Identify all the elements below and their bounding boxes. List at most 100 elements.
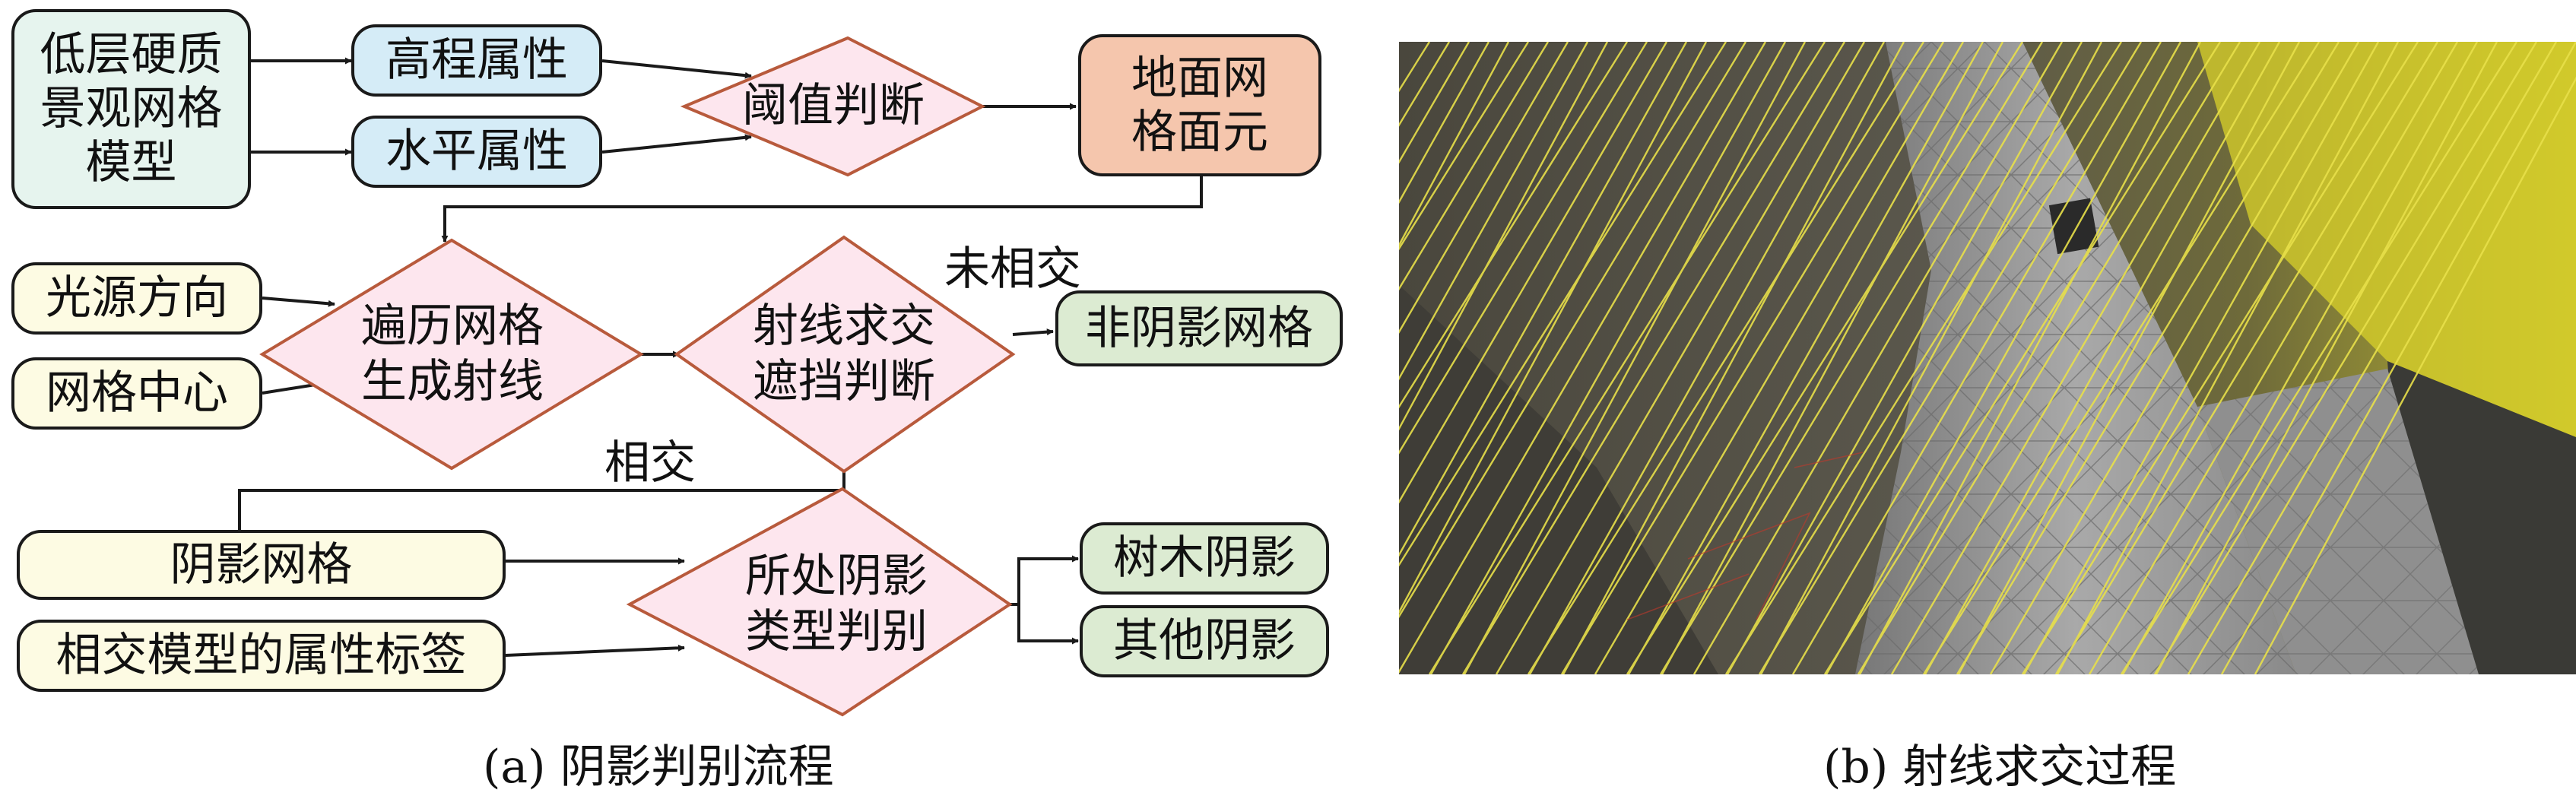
ground-cell-line-1: 地面网 (1131, 51, 1268, 105)
ray-line (1560, 42, 1945, 674)
shadow-type-line-2: 类型判别 (745, 605, 928, 658)
ray-line (1857, 42, 2241, 674)
ray-line (1627, 42, 1984, 674)
ray-line (2153, 42, 2538, 674)
intersect-label: 射线求交 遮挡判断 (684, 293, 1004, 415)
ray-line (1399, 42, 1688, 557)
ray-line (1399, 42, 1648, 455)
ray-line (1661, 42, 2004, 674)
light-dir-box: 光源方向 (11, 262, 262, 335)
caption-left: (a) 阴影判别流程 (483, 741, 834, 794)
shadow-type-label: 所处阴影 类型判别 (669, 544, 1004, 665)
ray-line (2187, 42, 2558, 674)
model-line-2: 景观网格 (40, 82, 223, 136)
intersect-line-2: 遮挡判断 (753, 355, 935, 408)
ray-line (1659, 42, 2044, 674)
edge-horiz-threshold (601, 134, 752, 154)
non-shadow-box: 非阴影网格 (1055, 290, 1343, 366)
edge-attr-type (505, 644, 685, 657)
ray-line (1823, 42, 2222, 674)
ray-lines (1399, 42, 2576, 674)
ground-cell-box: 地面网 格面元 (1078, 34, 1321, 176)
ray-line (2021, 42, 2419, 674)
model-line-3: 模型 (85, 135, 177, 189)
ray-line (1890, 42, 2261, 674)
ray-line (1399, 42, 1708, 614)
ray-intersection-render (1399, 42, 2576, 674)
ray-line (1527, 42, 1925, 674)
intersect-diamond (674, 235, 1016, 474)
ray-line (2120, 42, 2518, 674)
ray-line (1956, 42, 2340, 674)
model-line-1: 低层硬质 (40, 28, 223, 82)
ray-line (1399, 42, 1510, 247)
ray-line (1922, 42, 2321, 674)
ray-line (2088, 42, 2459, 674)
ray-line (1399, 42, 1530, 251)
ray-line (1594, 42, 1965, 674)
ray-line (1758, 42, 2143, 674)
grid-center-label: 网格中心 (46, 366, 228, 420)
ray-line (1791, 42, 2162, 674)
attr-tag-label: 相交模型的属性标签 (56, 629, 467, 683)
traverse-line-1: 遍历网格 (361, 299, 544, 353)
ray-line (1957, 42, 2301, 674)
ray-line (1399, 42, 1727, 567)
shadow-grid-label: 阴影网格 (170, 538, 353, 591)
not-intersect-edge-label: 未相交 (944, 243, 1081, 296)
ray-line (1399, 42, 1609, 431)
threshold-diamond (680, 36, 986, 177)
traverse-diamond (259, 238, 644, 471)
edge-intersect-nonshadow (1012, 328, 1054, 336)
flowchart-connectors (238, 36, 1203, 717)
ray-line (1759, 42, 2103, 674)
ray-line (1463, 42, 1807, 674)
ray-line (2056, 42, 2400, 674)
dark-rock-left (1399, 285, 1718, 674)
ray-line (1399, 42, 1470, 164)
non-shadow-label: 非阴影网格 (1085, 301, 1313, 355)
edge-type-other (1017, 604, 1079, 645)
shadow-type-line-1: 所处阴影 (745, 549, 928, 603)
ray-line (1626, 42, 2024, 674)
ray-line (1692, 42, 2064, 674)
yellow-foliage-region (2197, 42, 2576, 437)
threshold-label: 阈值判断 (742, 79, 925, 133)
ray-line (2022, 42, 2380, 674)
edge-elev-threshold (601, 59, 752, 79)
ray-line (1461, 42, 1846, 674)
shadow-grid-box: 阴影网格 (17, 530, 506, 600)
ray-line (1399, 42, 1767, 674)
ray-line (1399, 42, 1490, 205)
edge-light-traverse (262, 297, 335, 307)
ray-line (1428, 42, 1826, 674)
shadow-type-diamond (626, 487, 1013, 717)
elev-attr-label: 高程属性 (385, 33, 568, 87)
traverse-label: 遍历网格 生成射线 (289, 293, 616, 415)
edge-ground-traverse (441, 176, 1203, 243)
grid-center-box: 网格中心 (11, 357, 262, 430)
horiz-attr-label: 水平属性 (385, 125, 568, 179)
red-ray-fragment (1626, 452, 1864, 620)
ray-line (1562, 42, 1905, 674)
edge-intersect-shadowgrid (238, 471, 845, 530)
other-shadow-box: 其他阴影 (1080, 605, 1329, 677)
ray-line (1724, 42, 2123, 674)
ground-cell-line-2: 格面元 (1131, 105, 1268, 159)
model-box: 低层硬质 景观网格 模型 (11, 9, 251, 209)
ray-line (1399, 42, 1668, 504)
tree-shadow-label: 树木阴影 (1113, 531, 1296, 585)
intersect-edge-label: 相交 (604, 436, 696, 490)
attr-tag-box: 相交模型的属性标签 (17, 620, 506, 692)
ray-line (1989, 42, 2360, 674)
light-dir-label: 光源方向 (46, 271, 228, 325)
edge-type-tree (1010, 555, 1079, 606)
ray-line (2054, 42, 2439, 674)
ray-line (1429, 42, 1787, 674)
intersect-line-1: 射线求交 (753, 299, 935, 353)
caption-right: (b) 射线求交过程 (1823, 741, 2177, 794)
other-shadow-label: 其他阴影 (1113, 614, 1296, 668)
ray-line (1399, 42, 1550, 291)
ray-line (1399, 42, 1589, 381)
